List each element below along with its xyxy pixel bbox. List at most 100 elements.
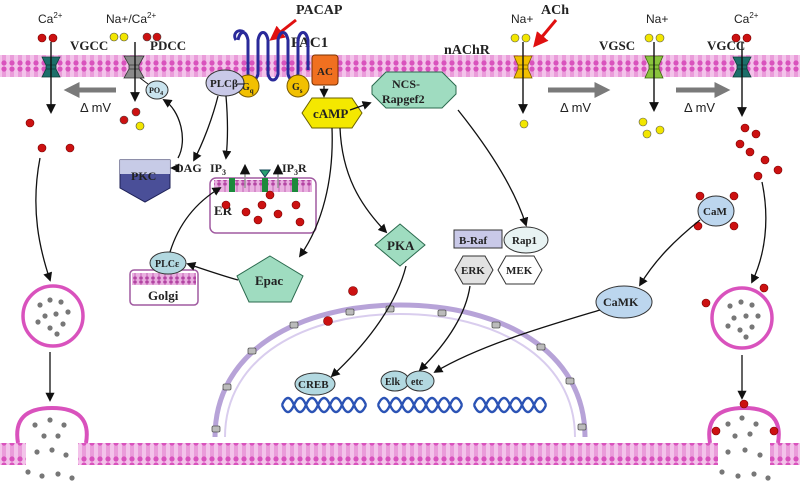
plc-eps-to-ip3-arrow — [169, 187, 222, 253]
nuclear-envelope — [211, 302, 588, 438]
camp-to-epac-arrow — [298, 127, 333, 258]
svg-text:PKA: PKA — [387, 238, 415, 253]
svg-text:PLCβ: PLCβ — [210, 78, 238, 90]
ca-to-vesicle-left-arrow — [35, 157, 53, 282]
cam-to-camk-arrow — [639, 219, 701, 287]
mixed-ions-inside-pdcc — [119, 107, 145, 131]
pdcc-po4-link — [139, 77, 149, 85]
ca-ions-inside-left — [25, 118, 75, 153]
pac1-label: PAC1 — [291, 35, 328, 51]
svg-text:Gs: Gs — [292, 82, 303, 95]
elk-node: Elk — [380, 370, 410, 392]
ca-ions-right-vesicle — [701, 283, 769, 308]
svg-text:Epac: Epac — [255, 273, 283, 288]
vgcc-left-label: VGCC — [70, 38, 108, 53]
plc-beta: PLCβ — [205, 69, 245, 97]
svg-text:PLCε: PLCε — [155, 259, 180, 270]
pacap-label: PACAP — [296, 3, 343, 18]
pacap-arrow — [269, 18, 297, 41]
svg-text:ERK: ERK — [461, 265, 485, 277]
dmv-label-1: Δ mV — [80, 100, 111, 115]
na-ions-top-1 — [510, 33, 531, 43]
svg-text:AC: AC — [317, 66, 333, 78]
golgi-compartment — [129, 269, 199, 306]
na-ions-top-2 — [644, 33, 665, 43]
pkc-to-po4-arrow — [162, 99, 184, 159]
etc-node: etc — [405, 370, 435, 392]
svg-text:NCS-: NCS- — [392, 77, 420, 91]
na-ions-inside-vgsc — [638, 117, 665, 139]
svg-text:etc: etc — [411, 377, 424, 388]
ach-arrow — [533, 19, 558, 48]
ach-label: ACh — [541, 3, 569, 18]
epac-to-plc-eps-arrow — [186, 261, 239, 281]
ca-ions-er — [221, 190, 305, 227]
vesicle-left — [21, 284, 85, 348]
adenylyl-cyclase: AC — [311, 54, 339, 86]
ion-label-na-2: Na+ — [646, 12, 668, 26]
svg-text:Gq: Gq — [242, 82, 254, 95]
svg-text:Elk: Elk — [385, 377, 400, 388]
ion-label-na-ca: Na+/Ca2+ — [106, 11, 156, 26]
svg-text:CaMK: CaMK — [603, 295, 639, 309]
plasma-membrane-bottom — [0, 443, 800, 465]
svg-text:PO4: PO4 — [149, 86, 163, 97]
na-ions-inside-nachr — [519, 119, 529, 129]
mixed-ions-top — [109, 32, 162, 42]
ncs-rapgef2-node: NCS- Rapgef2 — [371, 71, 457, 109]
vgcc-right-label: VGCC — [707, 38, 745, 53]
ca-to-vesicle-right-arrow — [751, 181, 767, 284]
svg-text:MEK: MEK — [506, 265, 533, 277]
camp-to-pka-arrow — [339, 127, 388, 234]
erk-node: ERK — [454, 255, 494, 285]
camk-to-elk-arrow — [433, 309, 601, 373]
ion-label-na-1: Na+ — [511, 12, 533, 26]
svg-text:Rapgef2: Rapgef2 — [382, 92, 425, 106]
pka-node: PKA — [374, 223, 426, 267]
pka-to-creb-arrow — [330, 265, 407, 378]
cam-node: CaM — [693, 191, 739, 231]
mek-node: MEK — [497, 255, 543, 285]
creb-node: CREB — [294, 372, 336, 396]
ip3r-label: IP3R — [282, 161, 307, 177]
ip3-label: IP3 — [210, 161, 226, 177]
camp-node: cAMP — [301, 97, 363, 129]
dmv-label-3: Δ mV — [684, 100, 715, 115]
vgsc-label: VGSC — [599, 38, 635, 53]
dna-strands — [280, 396, 548, 414]
ncs-to-rap1-arrow — [457, 109, 529, 227]
nachr-label: nAChR — [444, 43, 491, 58]
pdcc-label: PDCC — [150, 38, 186, 53]
svg-text:Rap1: Rap1 — [512, 235, 537, 247]
ca-ions-inside-right — [735, 123, 783, 181]
gs-protein: Gs — [286, 74, 310, 98]
svg-text:B-Raf: B-Raf — [459, 235, 487, 247]
ip3-receptors — [229, 163, 298, 192]
plc-to-dag-arrow — [193, 95, 219, 162]
svg-text:CaM: CaM — [703, 206, 727, 218]
camp-to-ncs-arrow — [349, 101, 372, 111]
pkc-node: PKC — [119, 159, 171, 203]
svg-text:cAMP: cAMP — [313, 106, 348, 121]
vesicle-right — [710, 286, 774, 350]
pdcc-channel — [123, 55, 145, 79]
camk-node: CaMK — [595, 285, 653, 319]
rap1-node: Rap1 — [503, 226, 549, 254]
ca-ions-top-right — [731, 33, 752, 43]
svg-text:PKC: PKC — [131, 169, 156, 183]
ca-ions-top-left — [37, 33, 58, 43]
erk-to-elk-arrow — [418, 285, 471, 372]
ca-ions-nucleus — [323, 286, 358, 326]
dag-label: DAG — [175, 161, 202, 175]
plasma-membrane-top — [0, 55, 800, 77]
fusion-pore-left — [15, 405, 89, 481]
golgi-label: Golgi — [148, 288, 179, 303]
po4-node: PO4 — [145, 80, 169, 100]
braf-node: B-Raf — [453, 229, 503, 249]
plc-to-ip3-arrow — [222, 95, 232, 160]
ion-label-ca-right: Ca2+ — [734, 11, 759, 26]
fusion-pore-right — [707, 399, 781, 481]
dmv-label-2: Δ mV — [560, 100, 591, 115]
